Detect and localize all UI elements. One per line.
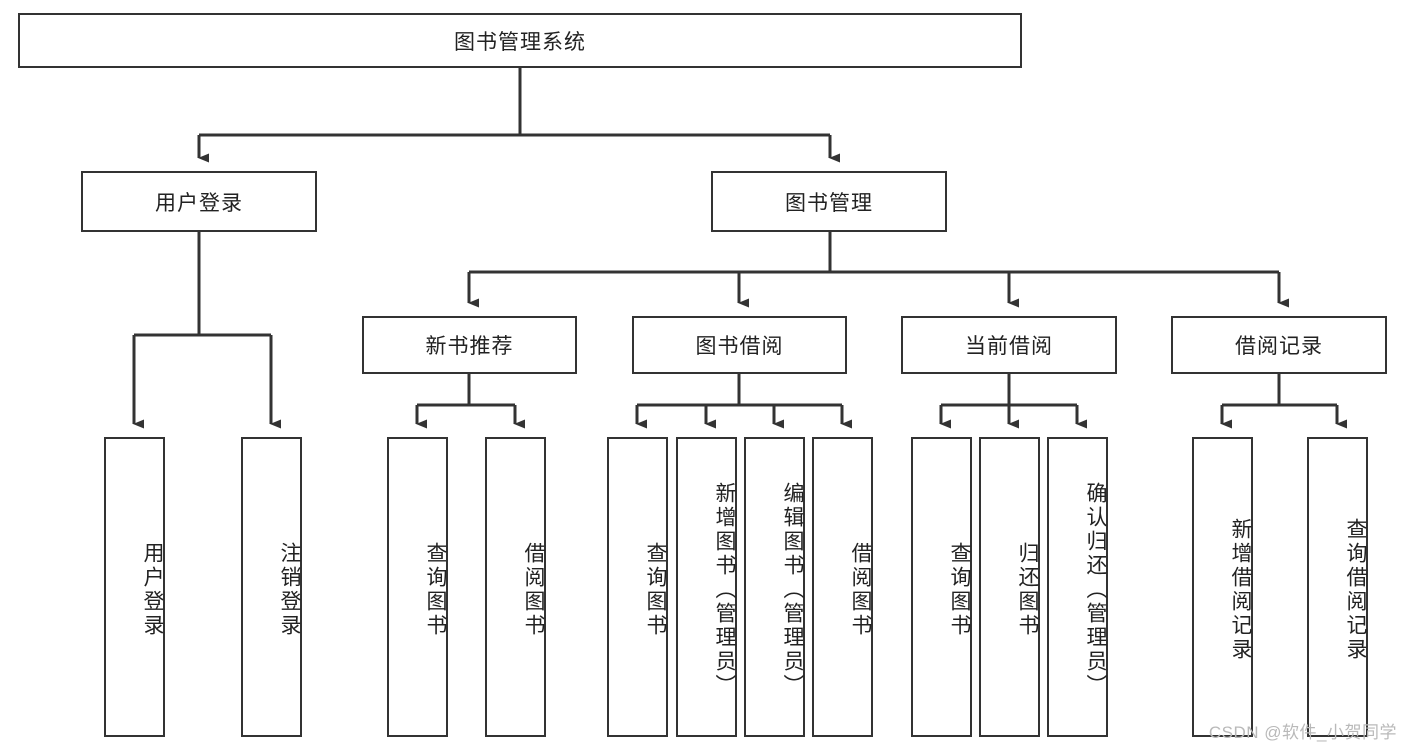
node-leaf-confirm-return-label: 确认归还（管理员） [1084, 482, 1107, 698]
node-leaf-query-record[interactable]: 查询借阅记录 [1307, 437, 1368, 737]
node-leaf-add-book-label: 新增图书（管理员） [713, 482, 736, 698]
node-leaf-confirm-return[interactable]: 确认归还（管理员） [1047, 437, 1108, 737]
node-book-borrow-label: 图书借阅 [695, 335, 784, 358]
node-leaf-user-login-label: 用户登录 [141, 542, 164, 638]
node-leaf-query-record-label: 查询借阅记录 [1344, 518, 1367, 662]
csdn-watermark: CSDN @软件_小贺同学 [1208, 723, 1397, 742]
node-leaf-borrow-book-2[interactable]: 借阅图书 [812, 437, 873, 737]
node-leaf-logout[interactable]: 注销登录 [241, 437, 302, 737]
node-leaf-user-login[interactable]: 用户登录 [104, 437, 165, 737]
node-borrow-record[interactable]: 借阅记录 [1171, 316, 1387, 374]
node-leaf-borrow-book-1-label: 借阅图书 [522, 542, 545, 638]
node-leaf-edit-book[interactable]: 编辑图书（管理员） [744, 437, 805, 737]
node-leaf-borrow-book-2-label: 借阅图书 [849, 542, 872, 638]
node-leaf-add-book[interactable]: 新增图书（管理员） [676, 437, 737, 737]
node-user-login-label: 用户登录 [155, 191, 243, 215]
node-user-login[interactable]: 用户登录 [81, 171, 317, 232]
node-leaf-add-record[interactable]: 新增借阅记录 [1192, 437, 1253, 737]
node-leaf-query-book-3[interactable]: 查询图书 [911, 437, 972, 737]
node-root[interactable]: 图书管理系统 [18, 13, 1022, 68]
node-current-borrow[interactable]: 当前借阅 [901, 316, 1117, 374]
node-leaf-logout-label: 注销登录 [278, 542, 301, 638]
node-new-book-recommend-label: 新书推荐 [425, 335, 514, 358]
node-current-borrow-label: 当前借阅 [965, 335, 1053, 358]
node-leaf-query-book-2-label: 查询图书 [644, 542, 667, 638]
node-leaf-add-record-label: 新增借阅记录 [1229, 518, 1252, 662]
node-new-book-recommend[interactable]: 新书推荐 [362, 316, 577, 374]
node-leaf-query-book-2[interactable]: 查询图书 [607, 437, 668, 737]
node-leaf-return-book-label: 归还图书 [1016, 542, 1039, 638]
node-leaf-query-book-3-label: 查询图书 [948, 542, 971, 638]
node-borrow-record-label: 借阅记录 [1235, 335, 1323, 358]
node-leaf-edit-book-label: 编辑图书（管理员） [781, 482, 804, 698]
node-leaf-return-book[interactable]: 归还图书 [979, 437, 1040, 737]
node-book-borrow[interactable]: 图书借阅 [632, 316, 847, 374]
node-book-manage[interactable]: 图书管理 [711, 171, 947, 232]
node-book-manage-label: 图书管理 [785, 191, 873, 215]
node-leaf-query-book-1-label: 查询图书 [424, 542, 447, 638]
node-leaf-query-book-1[interactable]: 查询图书 [387, 437, 448, 737]
node-root-label: 图书管理系统 [454, 30, 586, 54]
node-leaf-borrow-book-1[interactable]: 借阅图书 [485, 437, 546, 737]
